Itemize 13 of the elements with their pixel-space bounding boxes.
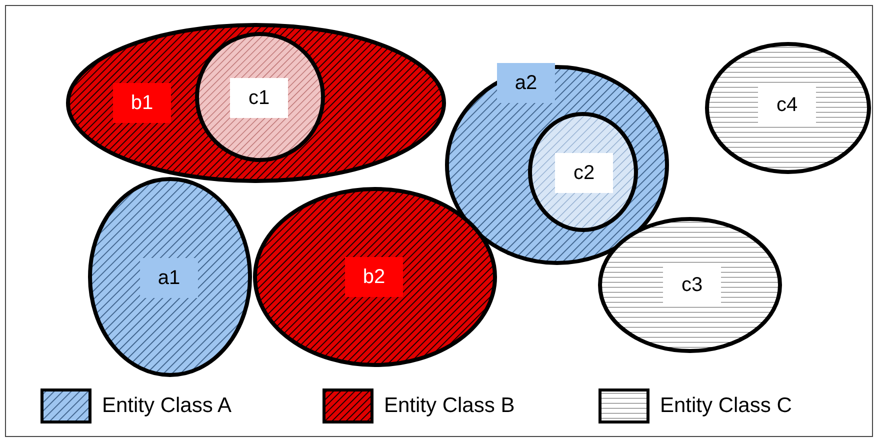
entity-label: a1: [140, 258, 198, 298]
legend-label: Entity Class C: [660, 393, 792, 420]
entity-label: a2: [497, 63, 555, 103]
entity-label: b2: [345, 257, 403, 297]
entity-label: c1: [230, 78, 288, 118]
entity-label: c4: [758, 85, 816, 125]
legend-label: Entity Class B: [384, 393, 515, 420]
entity-label: b1: [113, 83, 171, 123]
legend-label: Entity Class A: [102, 393, 232, 420]
ellipse: [253, 187, 497, 367]
entity-label: c3: [663, 265, 721, 305]
entity-label: c2: [555, 153, 613, 193]
ellipse: [88, 177, 252, 377]
